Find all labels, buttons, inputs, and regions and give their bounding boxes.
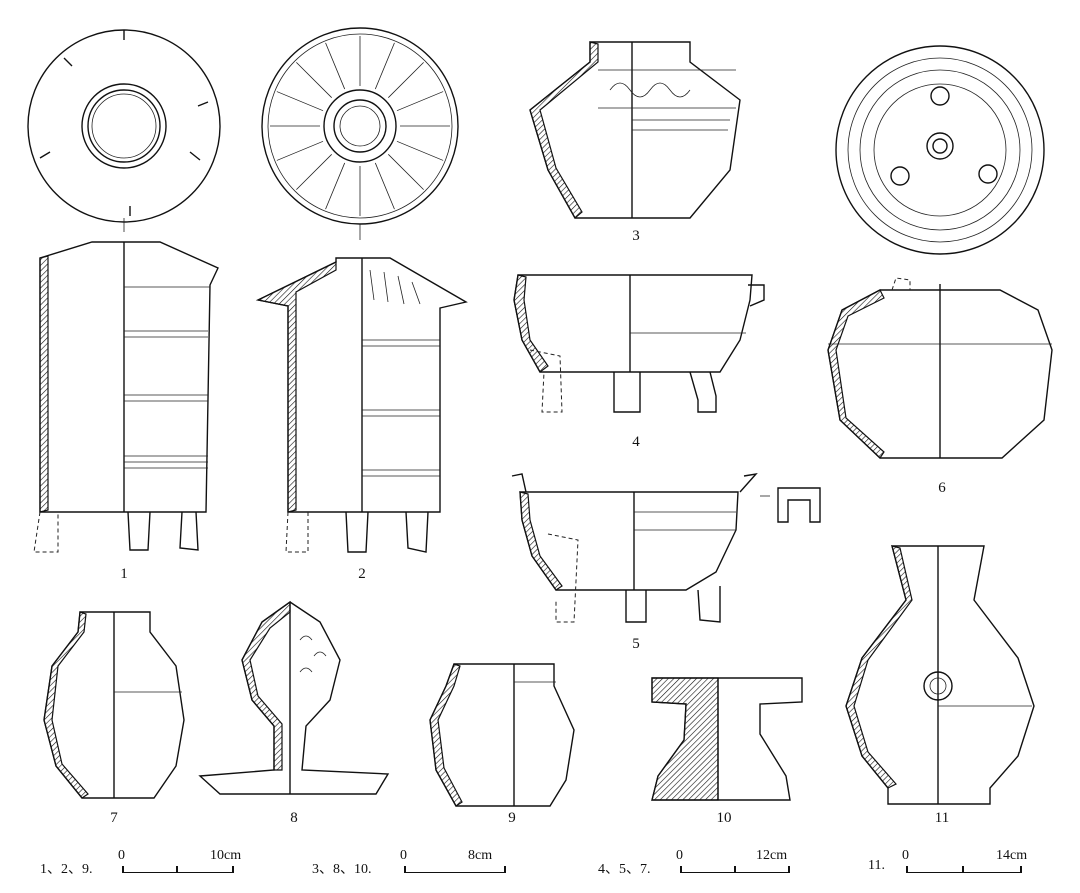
figure-number-7: 7: [110, 810, 118, 826]
scale-bar-3-8-10: 3、8、10. 0 8cm: [312, 848, 522, 878]
figure-number-10: 10: [716, 810, 732, 826]
figure-number-4: 4: [632, 434, 640, 450]
vessel-6-profile: [827, 277, 1053, 459]
figure-number-5: 5: [632, 636, 640, 652]
vessel-3-profile: [529, 41, 741, 219]
vessel-9-profile: [429, 663, 575, 807]
lid-rib: [374, 42, 395, 90]
scale-max-label: 12cm: [756, 848, 788, 863]
figure-number-11: 11: [934, 810, 950, 826]
scale-max-label: 14cm: [996, 848, 1028, 863]
scale-bar-11: 11. 0 14cm: [868, 848, 1068, 878]
lid-rib: [396, 91, 444, 112]
figure-number-1: 1: [120, 566, 128, 582]
scale-tick: [122, 866, 124, 873]
scale-bar-1-2-9: 1、2、9. 0 10cm: [40, 848, 250, 878]
vessel-2-top-view: [261, 27, 459, 240]
scale-max-label: 8cm: [468, 848, 493, 863]
scale-tick: [680, 866, 682, 873]
lid-rib: [388, 154, 424, 190]
scale-group-label: 4、5、7.: [598, 862, 651, 877]
scale-tick: [504, 866, 506, 873]
lid-rib: [374, 162, 395, 210]
scale-zero-label: 0: [902, 848, 909, 863]
scale-tick: [734, 866, 736, 873]
lid-rib: [276, 140, 324, 161]
vessel-8-profile: [198, 600, 390, 795]
scale-zero-label: 0: [118, 848, 125, 863]
figure-number-6: 6: [938, 480, 946, 496]
scale-tick: [232, 866, 234, 873]
lid-rib: [325, 162, 346, 210]
scale-tick: [404, 866, 406, 873]
figure-number-8: 8: [290, 810, 298, 826]
scale-zero-label: 0: [400, 848, 407, 863]
scale-tick: [906, 866, 908, 873]
vessel-4-profile: [513, 274, 765, 413]
scale-bar-4-5-7: 4、5、7. 0 12cm: [598, 848, 808, 878]
vessel-1-profile: [33, 241, 219, 553]
vessel-5-profile: [511, 472, 821, 623]
vessel-7-profile: [43, 611, 185, 799]
vessel-1-top-view: [27, 29, 221, 232]
lid-rib: [396, 140, 444, 161]
lid-rib: [296, 62, 332, 98]
scale-line: [404, 872, 504, 873]
figure-number-2: 2: [358, 566, 366, 582]
scale-zero-label: 0: [676, 848, 683, 863]
figure-number-9: 9: [508, 810, 516, 826]
figure-number-3: 3: [632, 228, 640, 244]
scale-tick: [1020, 866, 1022, 873]
lid-rib: [388, 62, 424, 98]
vessel-2-profile: [255, 257, 468, 553]
scale-max-label: 10cm: [210, 848, 242, 863]
lid-rib: [296, 154, 332, 190]
lid-rib: [325, 42, 346, 90]
vessel-11-profile: [845, 545, 1035, 805]
scale-tick: [788, 866, 790, 873]
scale-group-label: 1、2、9.: [40, 862, 93, 877]
vessel-6-top-view: [835, 45, 1045, 255]
vessel-10-profile: [651, 677, 803, 801]
scale-group-label: 11.: [868, 858, 885, 873]
scale-tick: [176, 866, 178, 873]
lid-rib: [276, 91, 324, 112]
scale-group-label: 3、8、10.: [312, 862, 372, 877]
scale-tick: [962, 866, 964, 873]
